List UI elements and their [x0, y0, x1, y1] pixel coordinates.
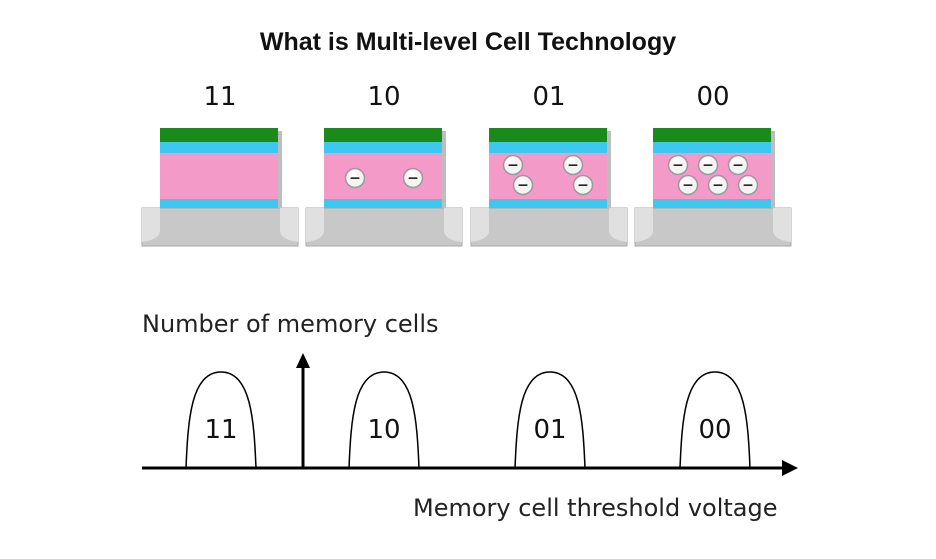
peak-label-11: 11: [204, 415, 237, 445]
memory-cell-00: −−−−−−: [634, 128, 792, 247]
tunnel-oxide: [324, 199, 442, 208]
peak-label-01: 01: [533, 415, 566, 445]
y-axis-arrow-icon: [296, 353, 310, 368]
cell-shadow: [442, 131, 446, 208]
cell-shadow: [607, 131, 611, 208]
electron-icon: −: [402, 167, 424, 189]
electron-charge-label: −: [507, 158, 519, 174]
cell-label-10: 10: [367, 82, 401, 112]
drain-well: [444, 208, 462, 242]
substrate: [305, 207, 463, 247]
electron-charge-label: −: [712, 178, 724, 194]
cell-label-00: 00: [696, 82, 730, 112]
electron-icon: −: [502, 154, 524, 176]
electron-charge-label: −: [567, 158, 579, 174]
top-oxide: [324, 142, 442, 153]
source-well: [142, 208, 160, 242]
memory-cell-10: −−: [305, 128, 463, 247]
peak-label-10: 10: [367, 415, 400, 445]
electron-charge-label: −: [407, 171, 419, 187]
distribution-peak-11: [185, 371, 257, 469]
distribution-peak-00: [679, 371, 751, 469]
electron-icon: −: [707, 174, 729, 196]
electron-charge-label: −: [682, 178, 694, 194]
diagram-title: What is Multi-level Cell Technology: [259, 28, 677, 56]
electron-icon: −: [677, 174, 699, 196]
electron-icon: −: [727, 154, 749, 176]
cell-shadow: [771, 131, 775, 208]
top-oxide: [653, 142, 771, 153]
memory-cell-01: − − − −: [470, 128, 628, 247]
control-gate: [324, 128, 442, 142]
y-axis-label: Number of memory cells: [142, 310, 439, 338]
electron-icon: −: [562, 154, 584, 176]
source-well: [306, 208, 324, 242]
peak-label-00: 00: [698, 415, 731, 445]
memory-cell-11: [141, 128, 299, 247]
electron-charge-label: −: [517, 178, 529, 194]
control-gate: [653, 128, 771, 142]
distribution-peak-01: [514, 371, 586, 469]
cell-label-11: 11: [203, 82, 237, 112]
floating-gate: [160, 153, 278, 199]
distribution-peak-10: [348, 371, 420, 469]
x-axis-label: Memory cell threshold voltage: [413, 494, 778, 522]
drain-well: [280, 208, 298, 242]
control-gate: [489, 128, 607, 142]
electron-charge-label: −: [742, 178, 754, 194]
memory-cells-illustration: −−−−−−−−−−−−: [141, 128, 792, 247]
electron-icon: −: [572, 174, 594, 196]
tunnel-oxide: [160, 199, 278, 208]
electron-icon: −: [697, 154, 719, 176]
electron-icon: −: [344, 167, 366, 189]
cell-label-01: 01: [532, 82, 566, 112]
source-well: [471, 208, 489, 242]
electron-charge-label: −: [577, 178, 589, 194]
tunnel-oxide: [653, 199, 771, 208]
cell-shadow: [278, 131, 282, 208]
x-axis-arrow-icon: [782, 460, 798, 476]
source-well: [635, 208, 653, 242]
top-oxide: [160, 142, 278, 153]
tunnel-oxide: [489, 199, 607, 208]
control-gate: [160, 128, 278, 142]
electron-icon: −: [737, 174, 759, 196]
electron-icon: −: [512, 174, 534, 196]
substrate: [634, 207, 792, 247]
electron-charge-label: −: [672, 158, 684, 174]
top-oxide: [489, 142, 607, 153]
substrate: [470, 207, 628, 247]
electron-icon: −: [667, 154, 689, 176]
electron-charge-label: −: [349, 171, 361, 187]
electron-charge-label: −: [732, 158, 744, 174]
drain-well: [609, 208, 627, 242]
drain-well: [773, 208, 791, 242]
electron-charge-label: −: [702, 158, 714, 174]
